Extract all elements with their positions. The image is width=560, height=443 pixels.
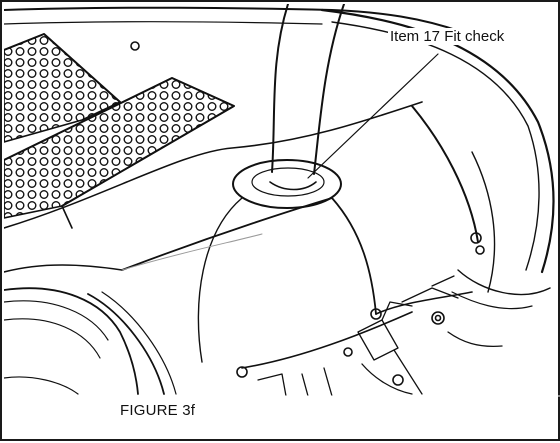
top-rim [4, 6, 463, 51]
central-tube [269, 4, 345, 191]
callout-label: Item 17 Fit check [388, 28, 507, 45]
tube-grommet [232, 159, 342, 209]
figure-caption: FIGURE 3f [120, 402, 196, 419]
inner-mechanism [257, 275, 503, 396]
perforated-grille-right [4, 77, 235, 229]
fasteners [236, 232, 485, 386]
left-base [4, 287, 177, 395]
perforated-grille-left [4, 33, 121, 143]
contour-line [121, 233, 263, 271]
dome-cover [4, 101, 473, 369]
callout-leader-line [307, 53, 439, 179]
